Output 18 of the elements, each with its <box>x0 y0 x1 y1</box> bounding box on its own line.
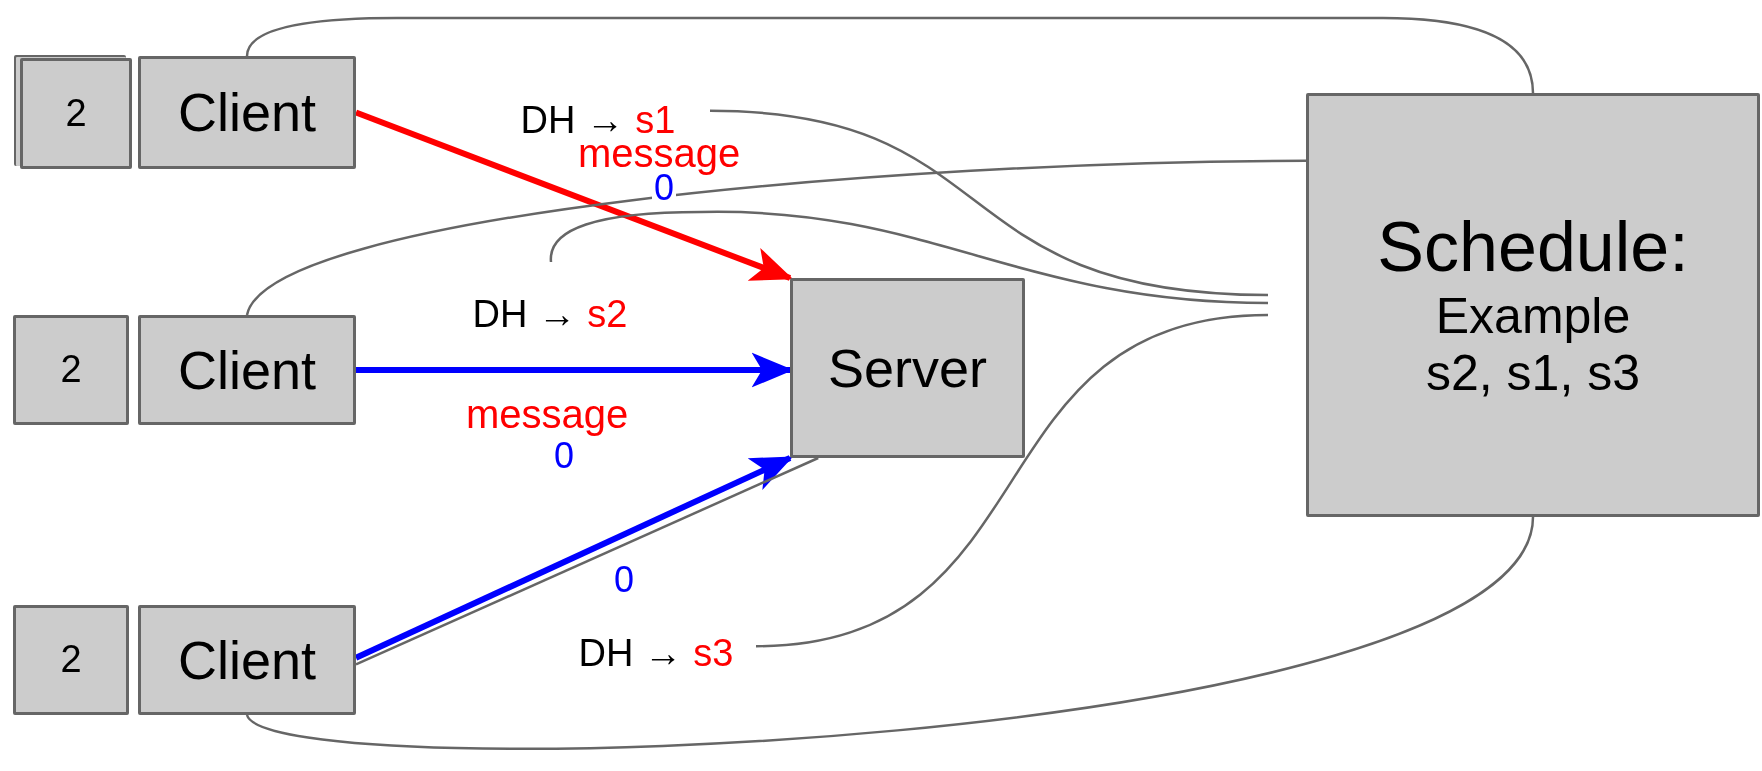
connector-line <box>246 159 1306 316</box>
connector-line <box>549 210 1269 305</box>
client-box: Client <box>138 605 356 715</box>
schedule-subtitle: Example <box>1435 287 1631 346</box>
connector-line <box>709 109 1269 297</box>
connector-line <box>755 313 1269 648</box>
server-box: Server <box>790 278 1025 458</box>
client-box: Client <box>138 56 356 169</box>
arrow <box>354 109 794 281</box>
count-box: 2 <box>13 605 129 715</box>
schedule-order: s2, s1, s3 <box>1426 345 1640 403</box>
schedule-title: Schedule: <box>1377 207 1689 288</box>
count-box: 2 <box>13 315 129 425</box>
connector-line <box>245 16 1535 94</box>
schedule-box <box>1306 93 1760 517</box>
key-exchange-label: DH → s2 <box>450 262 650 336</box>
key-exchange-label: DH → s3 <box>556 627 756 675</box>
client-box: Client <box>138 315 356 425</box>
